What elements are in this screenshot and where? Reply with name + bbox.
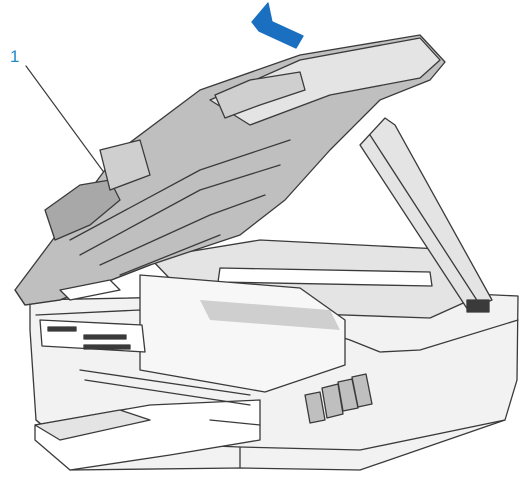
print-head-carriage <box>139 274 346 393</box>
card-slot-3 <box>83 344 131 350</box>
cover-top-face <box>209 37 441 126</box>
cover-handle <box>214 71 306 119</box>
arm-latch <box>466 299 490 313</box>
card-slot-2 <box>83 334 127 340</box>
support-arm-edge <box>369 134 481 306</box>
scanner-rail <box>217 267 433 287</box>
cover-hinge-block <box>44 179 121 241</box>
body-right-face <box>239 419 506 451</box>
card-slot-1 <box>47 326 77 332</box>
tray-guides <box>79 369 261 426</box>
carriage-shadow <box>200 300 340 330</box>
cover-inner-ribs <box>69 139 291 276</box>
cover-left-bracket <box>99 139 151 191</box>
callout-label-1: 1 <box>10 47 20 66</box>
ink-cartridges <box>304 373 373 424</box>
cover-latch-tab <box>59 279 121 301</box>
support-arm <box>359 117 493 311</box>
lift-direction-arrow <box>251 2 304 49</box>
paper-tray-extension <box>34 409 151 441</box>
